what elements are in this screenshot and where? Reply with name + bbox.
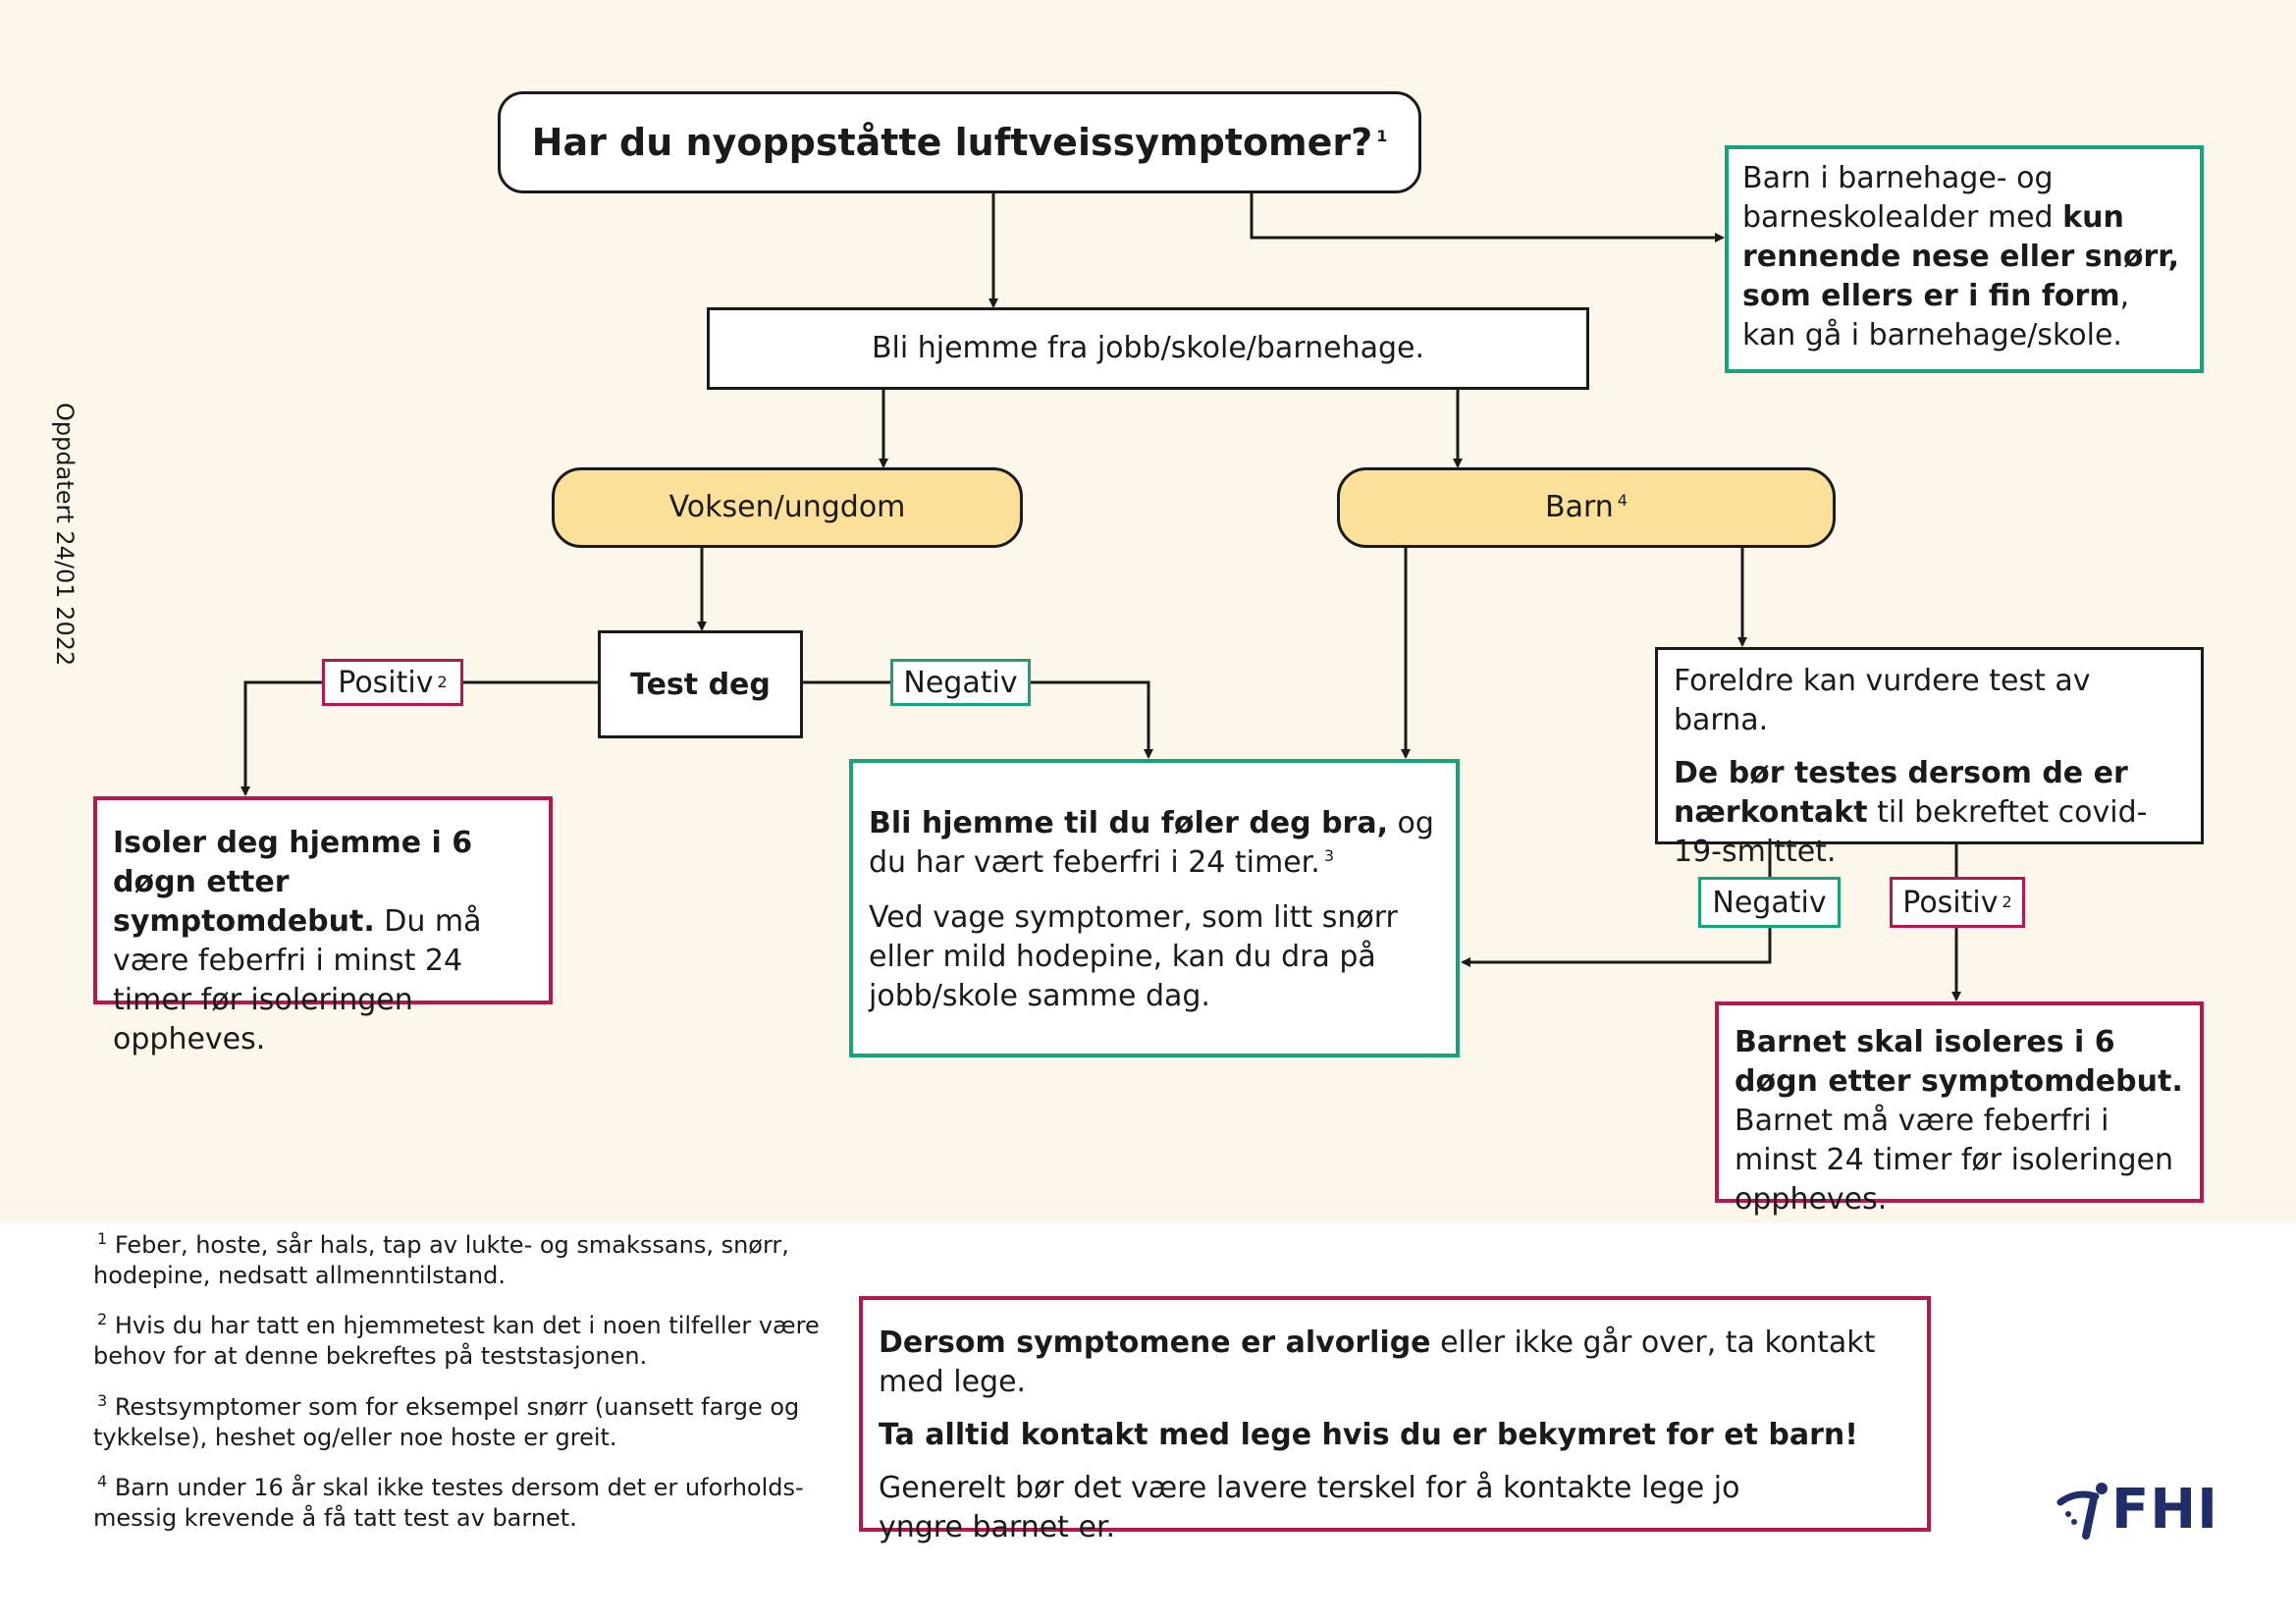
isolate-adult-box: Isoler deg hjemme i 6 døgn etter symptom… <box>93 796 553 1056</box>
child-note-box: Barn i barnehage- og barneskolealder med… <box>1725 145 2204 373</box>
test-box: Test deg <box>598 630 803 738</box>
footnote-3: 3 Restsymptomer som for eksempel snørr (… <box>93 1391 800 1452</box>
footnote-2: 2 Hvis du har tatt en hjemmetest kan det… <box>93 1310 820 1371</box>
adult-box: Voksen/ungdom <box>552 467 1023 548</box>
arrow-test-to-isolate <box>240 680 599 796</box>
stay-home-box: Bli hjemme fra jobb/skole/barnehage. <box>707 307 1589 390</box>
updated-date: Oppdatert 24/01 2022 <box>51 403 79 667</box>
stay-well-box: Bli hjemme til du føler deg bra, og du h… <box>849 759 1460 1057</box>
arrow-question-to-childnote <box>1250 192 1725 243</box>
fhi-logo-text: FHI <box>2111 1478 2218 1542</box>
footnote-4: 4 Barn under 16 år skal ikke testes ders… <box>93 1472 804 1533</box>
negative-label-adult: Negativ <box>890 659 1031 706</box>
doctor-box: Dersom symptomene er alvorlige eller ikk… <box>859 1296 1931 1544</box>
adult-label: Voksen/ungdom <box>668 490 906 524</box>
parents-box: Foreldre kan vurdere test av barna. De b… <box>1655 647 2204 869</box>
fhi-logo: FHI <box>2056 1478 2218 1542</box>
stay-home-text: Bli hjemme fra jobb/skole/barnehage. <box>871 331 1425 365</box>
fhi-logo-mark <box>2056 1482 2108 1540</box>
negative-label-child: Negativ <box>1698 877 1841 928</box>
question-box: Har du nyoppståtte luftveissymptomer?1 <box>498 91 1421 193</box>
question-text: Har du nyoppståtte luftveissymptomer?1 <box>531 121 1388 164</box>
test-label: Test deg <box>630 667 771 702</box>
isolate-child-box: Barnet skal isoleres i 6 døgn etter symp… <box>1715 1001 2204 1217</box>
footnote-1: 1 Feber, hoste, sår hals, tap av lukte- … <box>93 1229 789 1290</box>
